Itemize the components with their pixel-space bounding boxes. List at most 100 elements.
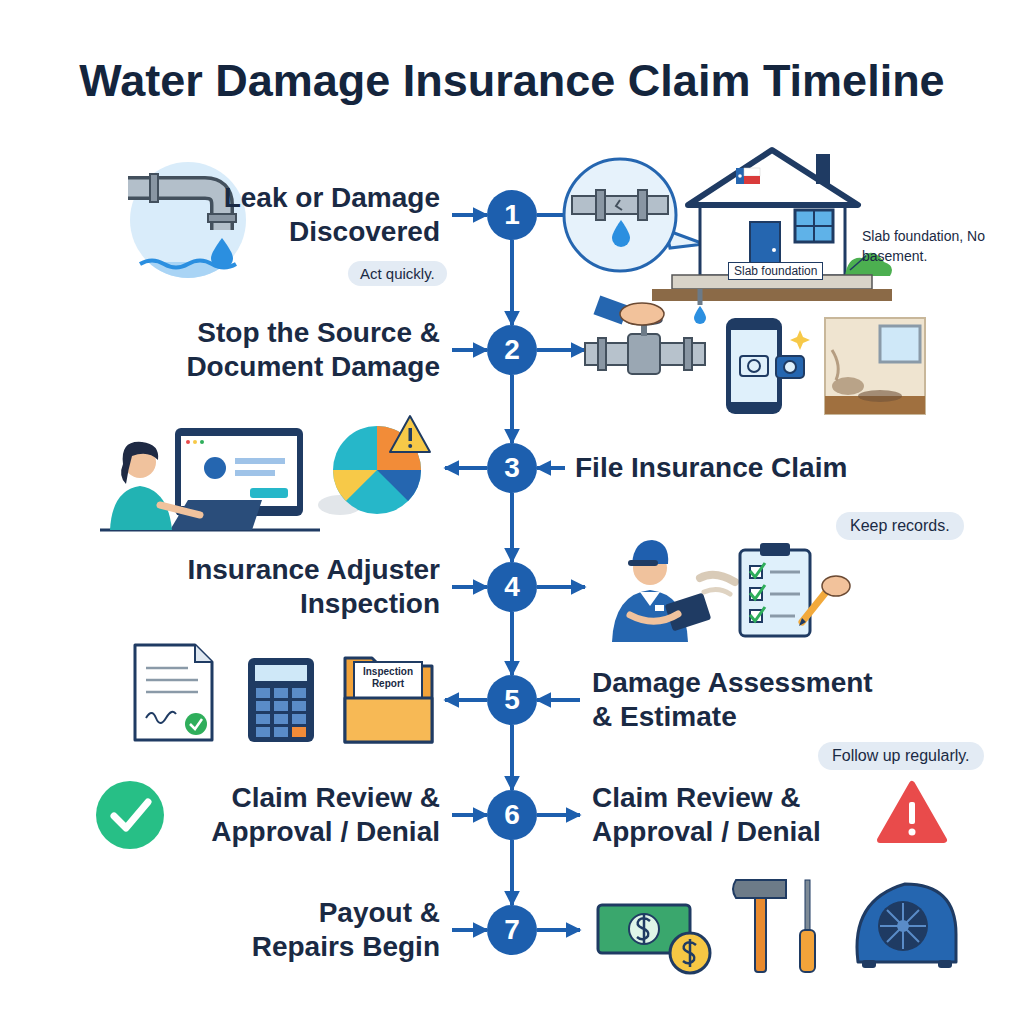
denial-warning xyxy=(909,829,916,836)
side-arrow xyxy=(537,698,580,702)
denial-warning xyxy=(880,784,944,840)
leak-icon xyxy=(211,238,233,269)
step-circle: 3File Insurance Claim xyxy=(487,443,537,493)
computer-user xyxy=(170,500,262,530)
flow-arrow xyxy=(510,240,514,325)
calculator xyxy=(256,727,270,737)
step-label: File Insurance Claim xyxy=(575,451,915,485)
flow-arrow xyxy=(510,840,514,905)
flow-arrow xyxy=(510,725,514,790)
leak-icon xyxy=(120,262,260,292)
side-arrow xyxy=(445,466,487,470)
step-label: Claim Review & Approval / Denial xyxy=(592,781,842,848)
phone-camera xyxy=(726,318,810,414)
payout-money xyxy=(637,915,650,943)
shutoff-valve xyxy=(684,338,692,370)
computer-user xyxy=(121,442,158,484)
calculator xyxy=(292,701,306,711)
house-illustration xyxy=(698,289,703,305)
house-illustration xyxy=(772,248,776,252)
pie-chart xyxy=(408,444,412,448)
note-text: Slab foundation, No basement. xyxy=(862,226,987,266)
computer-user xyxy=(181,436,297,506)
side-arrow xyxy=(445,215,585,930)
report-folder xyxy=(345,658,432,742)
repair-tools xyxy=(733,880,815,972)
callout-note: Keep records. xyxy=(836,512,964,540)
pipe-callout xyxy=(638,190,647,220)
leak-icon xyxy=(120,162,260,292)
step-number: 5 xyxy=(487,675,537,725)
air-mover xyxy=(880,903,926,949)
payout-money xyxy=(683,939,696,967)
adjuster-figure xyxy=(655,605,664,611)
payout-money xyxy=(629,914,659,944)
adjuster-figure xyxy=(630,614,678,621)
step-number: 1 xyxy=(487,190,537,240)
computer-user xyxy=(235,458,285,464)
calculator xyxy=(248,658,314,742)
air-mover xyxy=(938,960,952,968)
damaged-wall xyxy=(832,350,838,380)
step-number: 2 xyxy=(487,325,537,375)
adjuster-figure xyxy=(640,592,660,606)
computer-user xyxy=(200,440,204,444)
calculator xyxy=(274,714,288,724)
step-number: 6 xyxy=(487,790,537,840)
calculator xyxy=(255,665,307,681)
air-mover xyxy=(897,920,909,932)
house-illustration xyxy=(736,168,744,184)
checklist-clipboard xyxy=(770,571,800,574)
step-circle: 2Stop the Source & Document Damage xyxy=(487,325,537,375)
pie-chart xyxy=(409,428,413,441)
leak-icon xyxy=(150,174,158,202)
checklist-clipboard xyxy=(822,576,850,596)
step-label: Insurance Adjuster Inspection xyxy=(170,553,440,620)
computer-user xyxy=(186,440,190,444)
signed-document xyxy=(146,712,176,723)
pie-chart xyxy=(377,470,421,501)
pie-chart xyxy=(333,470,377,501)
pipe-callout xyxy=(596,190,605,220)
damaged-wall xyxy=(825,318,925,414)
approval-check xyxy=(96,781,164,849)
shutoff-valve xyxy=(620,303,664,325)
approval-check xyxy=(114,802,148,828)
phone-camera xyxy=(748,360,760,372)
pipe-callout xyxy=(564,159,704,271)
callout-note: Follow up regularly. xyxy=(818,742,984,770)
side-arrow xyxy=(452,928,487,932)
repair-tools xyxy=(733,880,786,898)
phone-camera xyxy=(784,361,796,373)
air-mover xyxy=(857,884,956,962)
step-label: Claim Review & Approval / Denial xyxy=(190,781,440,848)
denial-warning xyxy=(880,784,944,840)
leak-icon xyxy=(128,188,222,230)
calculator xyxy=(274,727,288,737)
leak-icon xyxy=(208,214,236,222)
calculator xyxy=(256,701,270,711)
phone-camera xyxy=(726,318,782,414)
part-label: Slab foundation xyxy=(728,262,823,280)
flow-arrow xyxy=(510,375,514,443)
denial-warning xyxy=(909,802,915,824)
damaged-wall xyxy=(858,390,902,402)
house-illustration xyxy=(694,306,706,324)
pipe-callout xyxy=(616,200,622,210)
calculator xyxy=(248,658,314,742)
house-illustration xyxy=(688,150,858,205)
checklist-clipboard xyxy=(740,543,850,636)
house-illustration xyxy=(738,174,742,178)
payout-money xyxy=(598,905,710,973)
computer-user xyxy=(160,505,200,515)
leak-icon xyxy=(128,188,222,230)
house-illustration xyxy=(795,210,833,242)
air-mover xyxy=(862,960,876,968)
diagram-title: Water Damage Insurance Claim Timeline xyxy=(0,56,1024,106)
repair-tools xyxy=(755,890,766,972)
shutoff-valve xyxy=(628,334,660,374)
house-illustration xyxy=(816,154,830,184)
checklist-clipboard xyxy=(770,593,800,596)
calculator xyxy=(274,688,288,698)
signed-document xyxy=(195,645,212,662)
